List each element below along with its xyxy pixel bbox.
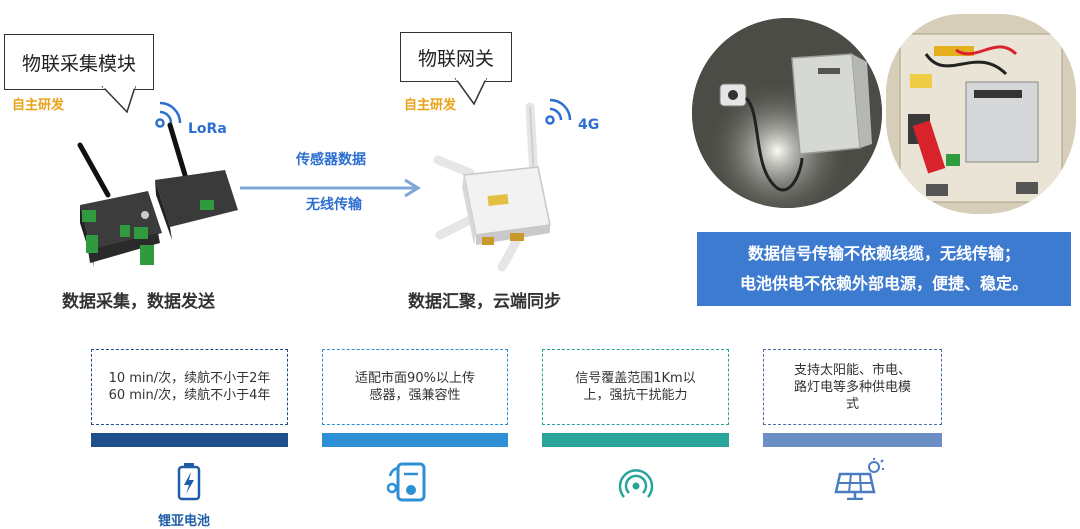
gateway-tag: 自主研发: [404, 98, 457, 113]
feature-4-bar: [763, 433, 942, 447]
feature-1-line-1: 10 min/次，续航不小于2年: [108, 371, 271, 386]
arrow-label-bottom: 无线传输: [306, 197, 362, 213]
module-bubble-text: 物联采集模块: [21, 52, 136, 75]
feature-box-coverage: 信号覆盖范围1Km以 上，强抗干扰能力: [542, 349, 729, 425]
lora-label: LoRa: [188, 121, 227, 137]
feature-box-battery: 10 min/次，续航不小于2年 60 min/次，续航不小于4年: [91, 349, 288, 425]
wireless-signal-icon: [618, 469, 654, 498]
gateway-caption: 数据汇聚，云端同步: [408, 292, 561, 312]
installation-photo-outdoor: [692, 18, 882, 208]
arrow-label-top: 传感器数据: [296, 152, 366, 168]
feature-3-line-1: 信号覆盖范围1Km以: [575, 371, 696, 386]
module-caption: 数据采集，数据发送: [62, 292, 215, 312]
advantages-info-box: 数据信号传输不依赖线缆，无线传输； 电池供电不依赖外部电源，便捷、稳定。: [697, 232, 1071, 306]
module-bubble-tail: [101, 86, 137, 114]
info-line-2: 电池供电不依赖外部电源，便捷、稳定。: [739, 274, 1028, 293]
feature-2-line-1: 适配市面90%以上传: [355, 371, 475, 386]
module-tag: 自主研发: [12, 98, 65, 113]
solar-panel-icon: [834, 458, 884, 500]
4g-signal-icon: [545, 98, 572, 125]
feature-2-bar: [322, 433, 508, 447]
feature-4-line-3: 式: [845, 396, 859, 412]
feature-box-compatibility: 适配市面90%以上传 感器，强兼容性: [322, 349, 508, 425]
gateway-bubble-text: 物联网关: [417, 47, 494, 70]
feature-3-line-2: 上，强抗干扰能力: [583, 388, 688, 403]
feature-3-bar: [542, 433, 729, 447]
feature-box-power: 支持太阳能、市电、 路灯电等多种供电模 式: [763, 349, 942, 425]
gateway-speech-bubble: 物联网关: [400, 32, 512, 82]
feature-1-line-2: 60 min/次，续航不小于4年: [108, 388, 271, 403]
sensor-device-icon: [386, 462, 426, 502]
installation-photo-cabinet: [886, 14, 1076, 214]
feature-2-line-2: 感器，强兼容性: [369, 388, 461, 403]
feature-4-line-2: 路灯电等多种供电模: [793, 379, 911, 395]
data-flow-arrow: [240, 178, 421, 198]
info-line-1: 数据信号传输不依赖线缆，无线传输；: [747, 244, 1020, 263]
feature-1-bar: [91, 433, 288, 447]
module-speech-bubble: 物联采集模块: [4, 34, 154, 90]
gateway-bubble-tail: [454, 78, 488, 106]
4g-label: 4G: [578, 117, 600, 133]
collection-module-devices: [77, 122, 238, 267]
lora-signal-icon: [155, 101, 182, 128]
battery-icon: [177, 463, 201, 501]
gateway-device: [433, 102, 551, 272]
battery-label: 锂亚电池: [158, 514, 211, 529]
feature-4-line-1: 支持太阳能、市电、: [793, 362, 911, 378]
